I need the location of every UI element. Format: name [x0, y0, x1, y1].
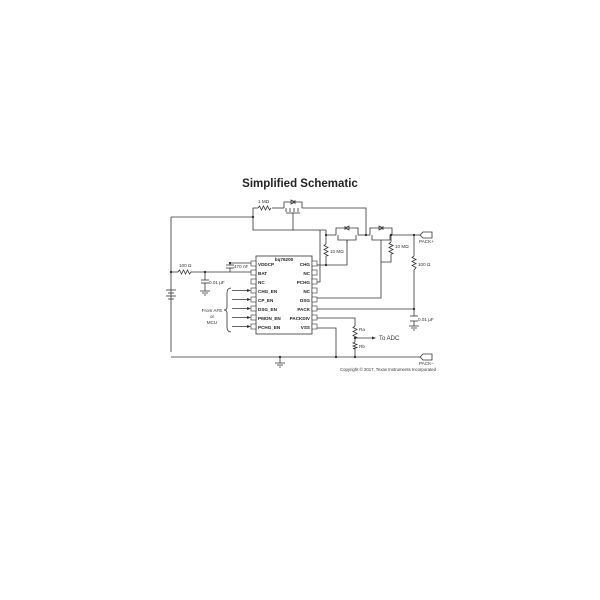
svg-text:1 MΩ: 1 MΩ — [258, 199, 270, 204]
svg-text:100 Ω: 100 Ω — [418, 262, 431, 267]
precharge-pfet-icon — [283, 199, 303, 214]
dsg-fet-icon — [369, 225, 393, 241]
copyright-text: Copyright © 2017, Texas Instruments Inco… — [340, 367, 437, 372]
resistor-10mohm-dsg: 10 MΩ — [388, 241, 409, 255]
right-pins: CHG NC PCHG NC DSG PACK PACKDIV VSS — [290, 260, 318, 330]
chg-fet-icon — [335, 225, 359, 243]
svg-text:PACK: PACK — [297, 307, 310, 312]
svg-text:CHG_EN: CHG_EN — [258, 289, 278, 294]
resistor-100ohm-bat: 100 Ω — [177, 263, 192, 275]
to-adc-arrow — [372, 336, 376, 340]
junctions — [169, 215, 416, 359]
diagram-title: Simplified Schematic — [242, 178, 358, 190]
svg-text:BAT: BAT — [258, 271, 267, 276]
svg-text:DSG: DSG — [300, 298, 310, 303]
from-afe-label: From AFE — [202, 308, 223, 313]
svg-text:CHG: CHG — [300, 262, 311, 267]
svg-text:Ra: Ra — [359, 327, 365, 332]
svg-text:NC: NC — [303, 271, 310, 276]
or-label: or — [210, 314, 215, 319]
svg-text:100 Ω: 100 Ω — [179, 263, 192, 268]
svg-text:PCHG: PCHG — [297, 280, 311, 285]
to-adc-label: To ADC — [379, 336, 400, 342]
svg-text:VSS: VSS — [301, 325, 310, 330]
svg-text:PACK+: PACK+ — [419, 239, 434, 244]
resistor-rb: Rb — [351, 341, 365, 350]
resistor-100ohm-pack: 100 Ω — [411, 255, 431, 271]
capacitor-470nf: 470 nF — [226, 264, 248, 269]
svg-text:NC: NC — [258, 280, 265, 285]
svg-text:10 MΩ: 10 MΩ — [330, 249, 344, 254]
resistor-ra: Ra — [352, 325, 365, 339]
svg-text:0.01 µF: 0.01 µF — [209, 280, 225, 285]
input-arrows — [223, 287, 251, 333]
ic-name: bq76200 — [275, 257, 294, 262]
svg-text:NC: NC — [303, 289, 310, 294]
wires — [170, 207, 420, 363]
svg-text:10 MΩ: 10 MΩ — [395, 244, 409, 249]
ground-icon — [200, 290, 419, 368]
pack-plus-connector[interactable]: PACK+ — [419, 231, 434, 244]
svg-text:PCHG_EN: PCHG_EN — [258, 325, 281, 330]
svg-text:VDDCP: VDDCP — [258, 262, 274, 267]
resistor-10mohm-chg: 10 MΩ — [323, 243, 344, 257]
resistor-1mohm: 1 MΩ — [257, 199, 272, 211]
svg-text:0.01 µF: 0.01 µF — [418, 317, 434, 322]
svg-text:PMON_EN: PMON_EN — [258, 316, 281, 321]
svg-text:Rb: Rb — [359, 344, 365, 349]
mcu-label: MCU — [207, 320, 217, 325]
ic-bq76200: bq76200 VDDCP BAT NC CHG_EN CP_EN DSG_EN… — [250, 255, 318, 335]
pack-minus-connector[interactable]: PACK− — [419, 353, 434, 366]
battery-icon — [166, 289, 176, 300]
capacitor-001uf-pack: 0.01 µF — [410, 315, 434, 322]
svg-text:CP_EN: CP_EN — [258, 298, 274, 303]
svg-text:470 nF: 470 nF — [234, 264, 248, 269]
svg-text:PACKDIV: PACKDIV — [290, 316, 311, 321]
brace — [223, 287, 232, 333]
svg-text:PACK−: PACK− — [419, 361, 434, 366]
capacitor-001uf-bat: 0.01 µF — [201, 279, 225, 285]
svg-text:DSG_EN: DSG_EN — [258, 307, 278, 312]
